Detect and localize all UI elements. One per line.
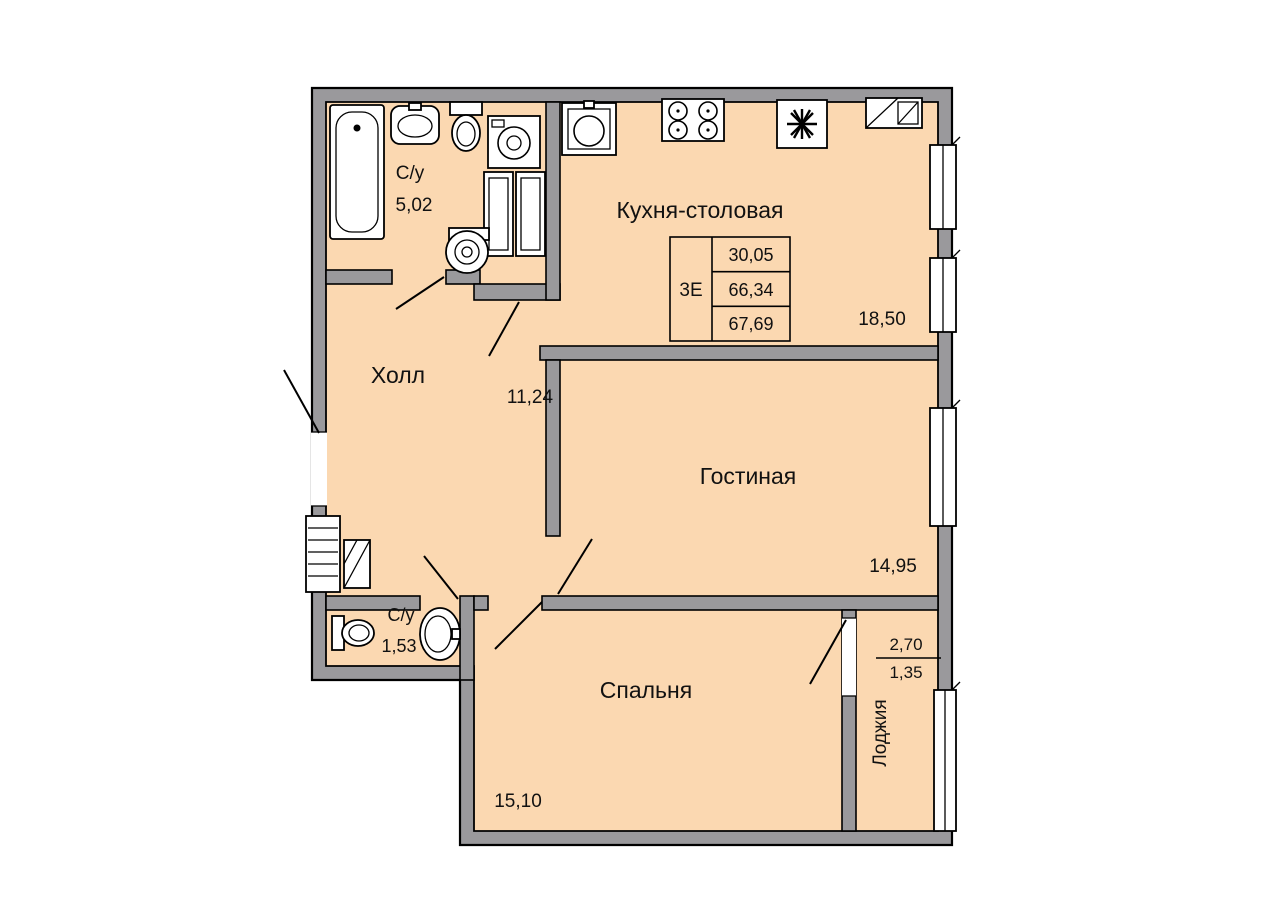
loggia-glazing	[933, 681, 961, 832]
bedroom-label: Спальня	[600, 677, 692, 703]
balcony-door-leaf	[809, 619, 847, 685]
kitchen-sink-icon	[561, 100, 617, 156]
bedroom-area: 15,10	[494, 791, 542, 812]
wall-stub-bedroom	[473, 595, 489, 611]
electrical-panel-icon	[305, 515, 341, 593]
bathroom2-area: 1,53	[381, 636, 416, 656]
stove-icon	[661, 98, 725, 142]
bathroom2-label: С/у	[388, 605, 415, 625]
kitchen-fixtures	[561, 98, 828, 156]
area-value: 66,34	[728, 280, 773, 300]
washing-machine-icon	[487, 115, 541, 169]
wall-bath2-top	[325, 595, 421, 611]
bathroom2-fixtures	[331, 607, 461, 661]
toilet2-icon	[331, 615, 375, 651]
wall-kitchen-living	[539, 345, 939, 361]
loggia-area-reduced: 1,35	[889, 663, 922, 682]
sink-icon	[390, 102, 440, 145]
bathtub-icon	[329, 104, 385, 240]
wall-bath2-bedroom	[459, 595, 475, 681]
windows	[865, 97, 961, 832]
hall-area: 11,24	[507, 387, 554, 408]
kitchen-label: Кухня-столовая	[617, 197, 784, 223]
living-room-label: Гостиная	[700, 463, 797, 489]
info-table: 3Е 30,05 66,34 67,69	[669, 236, 791, 342]
loggia-area-full: 2,70	[889, 635, 922, 654]
balcony-door-opening	[842, 618, 856, 696]
wall-bath1-kitchen	[545, 101, 561, 301]
bathroom1-fixtures	[329, 101, 546, 274]
hall-equipment	[305, 515, 371, 593]
toilet-icon	[449, 101, 483, 152]
wall-living-bottom	[541, 595, 939, 611]
doors	[283, 276, 856, 697]
shaft-box-icon	[343, 539, 371, 589]
hall-label: Холл	[371, 362, 425, 388]
water-heater-icon	[445, 227, 490, 274]
vent-shaft-top-right	[865, 97, 923, 129]
kitchen-window-2	[929, 249, 961, 333]
loggia-label: Лоджия	[870, 699, 891, 766]
entrance-door-leaf	[283, 369, 320, 434]
entrance-opening	[311, 432, 327, 506]
sink2-icon	[419, 607, 461, 661]
total-area-value: 67,69	[728, 314, 773, 334]
flat-type: 3Е	[679, 280, 702, 301]
bathroom1-label: С/у	[396, 163, 425, 184]
wall-bath1-bottom-left	[325, 269, 393, 285]
kitchen-door-leaf	[488, 301, 520, 357]
living-room-area: 14,95	[869, 556, 917, 577]
room-labels: С/у 5,02 Кухня-столовая 18,50 Холл 11,24…	[371, 163, 941, 812]
hood-fan-icon	[776, 99, 828, 149]
vent-duct-icon	[483, 171, 546, 257]
living-door-leaf	[557, 538, 593, 595]
bathroom1-door-leaf	[395, 276, 445, 310]
bathroom1-area: 5,02	[396, 195, 433, 216]
kitchen-area: 18,50	[858, 309, 906, 330]
living-area-value: 30,05	[728, 245, 773, 265]
wall-hall-living	[545, 359, 561, 537]
bathroom2-door-leaf	[423, 555, 459, 600]
kitchen-window-1	[929, 136, 961, 230]
living-room-window	[929, 399, 961, 527]
bedroom-door-leaf	[494, 601, 543, 650]
